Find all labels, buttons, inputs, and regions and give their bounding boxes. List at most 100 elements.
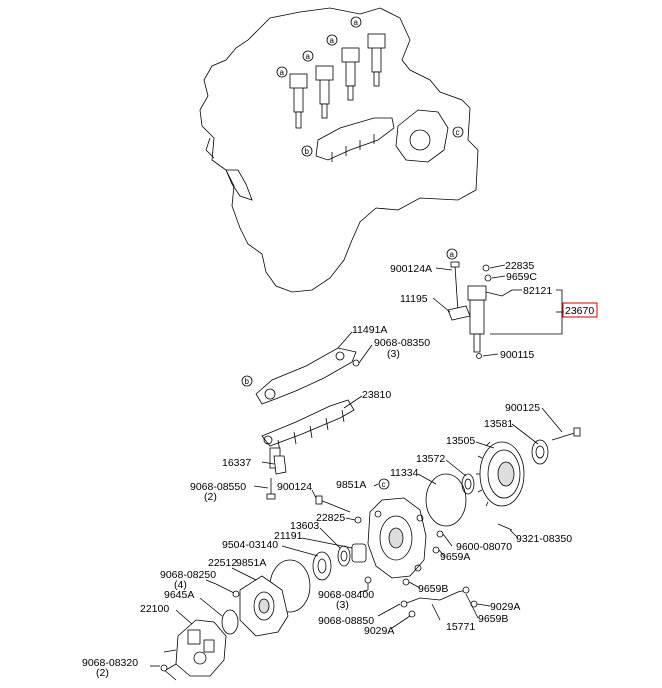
part-label-900124: 900124 <box>277 481 312 493</box>
engine-block-outline <box>199 7 479 293</box>
part-label-16337: 16337 <box>222 457 251 469</box>
part-label-9321-08350: 9321-08350 <box>516 533 572 545</box>
part-9659c-shape <box>484 274 492 282</box>
injector-head-shape <box>467 285 487 301</box>
bolt-900124a-shape <box>454 265 459 313</box>
engine-injector-4 <box>367 33 386 87</box>
part-label-22835: 22835 <box>505 260 534 272</box>
part-label-9645a: 9645A <box>164 589 194 601</box>
part-22835-shape <box>482 264 490 272</box>
part-label-13505: 13505 <box>446 435 475 447</box>
part-label-22825: 22825 <box>316 512 345 524</box>
bolt-900124-shape <box>315 495 351 513</box>
bolt-9068-08320-shape <box>160 664 177 681</box>
part-label-15771: 15771 <box>446 621 475 633</box>
part-9600-08070-shape <box>436 530 444 538</box>
bolt-900124a-head <box>450 261 460 268</box>
injector-leader-lines <box>432 264 564 357</box>
part-label-9851a-left: 9851A <box>236 557 266 569</box>
part-label-9504-03140: 9504-03140 <box>222 539 278 551</box>
callout-label-b-rail: b <box>245 377 250 386</box>
callout-label-a-1: a <box>280 68 285 77</box>
callout-label-a-3: a <box>330 36 335 45</box>
part-label-11491a: 11491A <box>352 324 387 336</box>
callout-a-3 <box>326 34 338 46</box>
coupling-21191 <box>351 543 367 563</box>
bolt-9068-08550-shape <box>266 478 276 500</box>
part-label-13581: 13581 <box>484 418 513 430</box>
oring-9851a-top <box>425 473 467 527</box>
part-label-9068-08350: 9068-08350 <box>374 337 430 349</box>
fuel-pipe-15771 <box>400 586 478 618</box>
injector-nozzle-shape <box>473 333 481 353</box>
engine-injector-2 <box>315 65 334 119</box>
seal-13603 <box>337 545 351 567</box>
callout-a-injector <box>446 248 458 260</box>
part-label-9068-08400-qty: (3) <box>336 599 349 611</box>
engine-supply-pump: c <box>395 109 464 163</box>
part-label-21191: 21191 <box>274 530 303 542</box>
pressure-sensor-16337 <box>273 455 287 475</box>
part-label-9068-08320-qty: (2) <box>96 667 109 679</box>
case-leader-lines <box>281 483 453 593</box>
engine-injectors-group: a a a a <box>276 16 386 129</box>
callout-a-2 <box>302 50 314 62</box>
part-label-9659a: 9659A <box>440 551 470 563</box>
part-label-13572: 13572 <box>416 453 445 465</box>
injector-assembly-detail: a <box>446 248 513 359</box>
callout-c-engine <box>452 126 464 138</box>
part-label-22512: 22512 <box>208 557 237 569</box>
part-label-9068-08250: 9068-08250 <box>160 569 216 581</box>
part-9659a-shape <box>432 546 440 554</box>
highlight-box-23670 <box>562 302 598 318</box>
engine-injector-3 <box>341 47 360 101</box>
callout-label-a-2: a <box>306 52 311 61</box>
bolt-9068-08400-shape <box>364 576 372 590</box>
callout-c-case <box>378 478 390 490</box>
part-label-9068-08320: 9068-08320 <box>82 657 138 669</box>
part-label-9068-08550: 9068-08550 <box>190 481 246 493</box>
part-label-23810: 23810 <box>362 389 391 401</box>
part-label-23670[interactable]: 23670 <box>565 305 594 317</box>
supply-pump-22100 <box>163 619 227 677</box>
engine-common-rail: b <box>301 117 395 162</box>
pin-9321-08350-shape <box>497 523 513 531</box>
pump-case-11334: c <box>367 478 427 579</box>
wire-82121-shape <box>485 289 513 297</box>
bolt-900125-shape <box>551 427 581 441</box>
part-label-9068-08550-qty: (2) <box>204 491 217 503</box>
part-label-900115: 900115 <box>500 349 534 361</box>
part-label-9068-08350-qty: (3) <box>387 348 400 360</box>
part-label-11195: 11195 <box>400 293 428 305</box>
callout-label-c-case: c <box>382 480 386 489</box>
pump-leader-lines <box>150 567 491 667</box>
injector-body-shape <box>469 299 485 335</box>
part-label-9029a-right: 9029A <box>490 601 520 613</box>
bolt-9068-08250-shape <box>215 583 240 598</box>
washer-13572 <box>461 473 475 495</box>
part-label-9068-08250-qty: (4) <box>174 579 187 591</box>
part-label-9659c: 9659C <box>506 271 537 283</box>
part-22825-shape <box>354 516 362 524</box>
gear-13505 <box>476 441 525 507</box>
callout-label-b-engine: b <box>305 147 310 156</box>
part-label-900124a: 900124A <box>390 263 432 275</box>
part-label-900125: 900125 <box>505 402 540 414</box>
part-label-9851a-top: 11334 <box>390 467 419 479</box>
callout-b-engine <box>301 145 313 157</box>
gear-leader-lines <box>417 407 563 539</box>
oring-9645a <box>221 609 239 635</box>
callout-a-4 <box>350 16 362 28</box>
callout-label-a-4: a <box>354 18 359 27</box>
part-label-11334: 9851A <box>336 479 366 491</box>
part-label-13603: 13603 <box>290 520 319 532</box>
part-900115-shape <box>476 353 482 359</box>
part-label-82121: 82121 <box>523 285 552 297</box>
part-label-9068-08400: 9068-08400 <box>318 589 374 601</box>
part-label-22100: 22100 <box>140 603 169 615</box>
clamp-11195-shape <box>447 305 471 321</box>
part-label-9029a-bottom: 9029A <box>364 625 394 637</box>
callout-b-rail <box>241 375 253 387</box>
flange-plate-22512 <box>239 575 289 637</box>
